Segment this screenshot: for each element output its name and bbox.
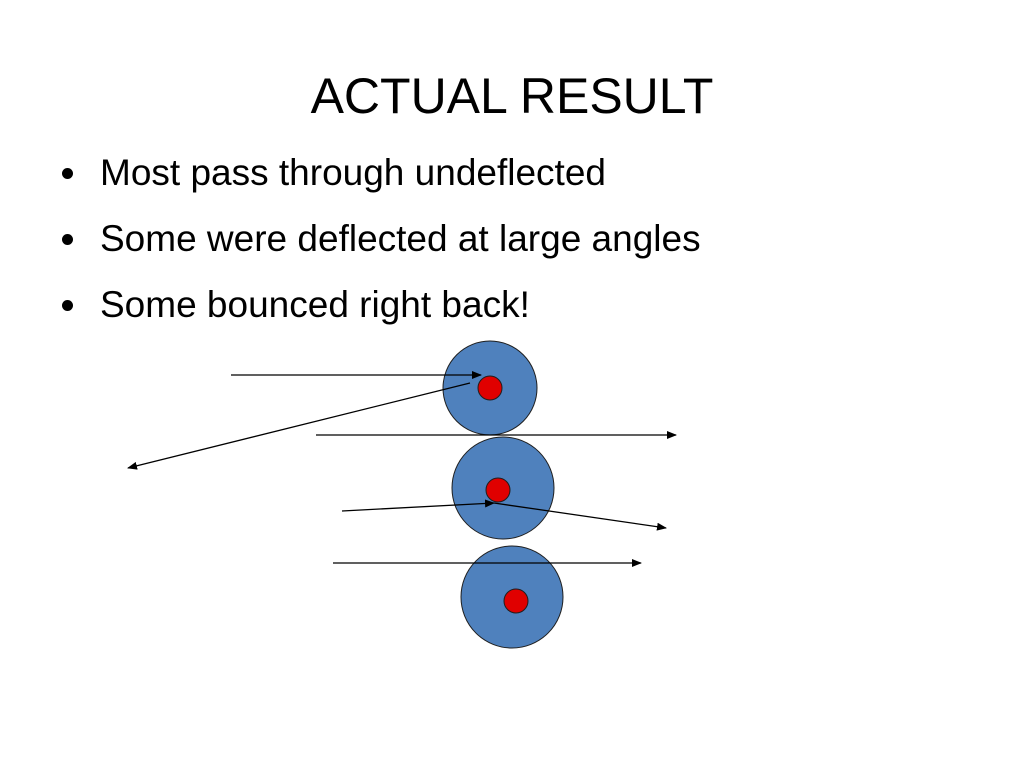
bullet-text: Most pass through undeflected xyxy=(100,152,606,193)
bullet-text: Some were deflected at large angles xyxy=(100,218,701,259)
bullet-text: Some bounced right back! xyxy=(100,284,530,325)
bullet-item: Some bounced right back! xyxy=(58,272,701,338)
nucleus-middle xyxy=(485,477,511,503)
arrow-bounced-back xyxy=(127,382,471,470)
bullet-item: Most pass through undeflected xyxy=(58,140,701,206)
nucleus-bottom xyxy=(503,588,529,614)
nucleus-top xyxy=(477,375,503,401)
arrow-deflected xyxy=(493,502,667,531)
slide-title: ACTUAL RESULT xyxy=(310,68,714,124)
bullet-dot-icon xyxy=(62,300,73,311)
bullet-list: Most pass through undeflected Some were … xyxy=(58,140,701,338)
bullet-dot-icon xyxy=(62,168,73,179)
bullet-item: Some were deflected at large angles xyxy=(58,206,701,272)
arrow-incoming-middle xyxy=(341,499,495,512)
bullet-dot-icon xyxy=(62,234,73,245)
